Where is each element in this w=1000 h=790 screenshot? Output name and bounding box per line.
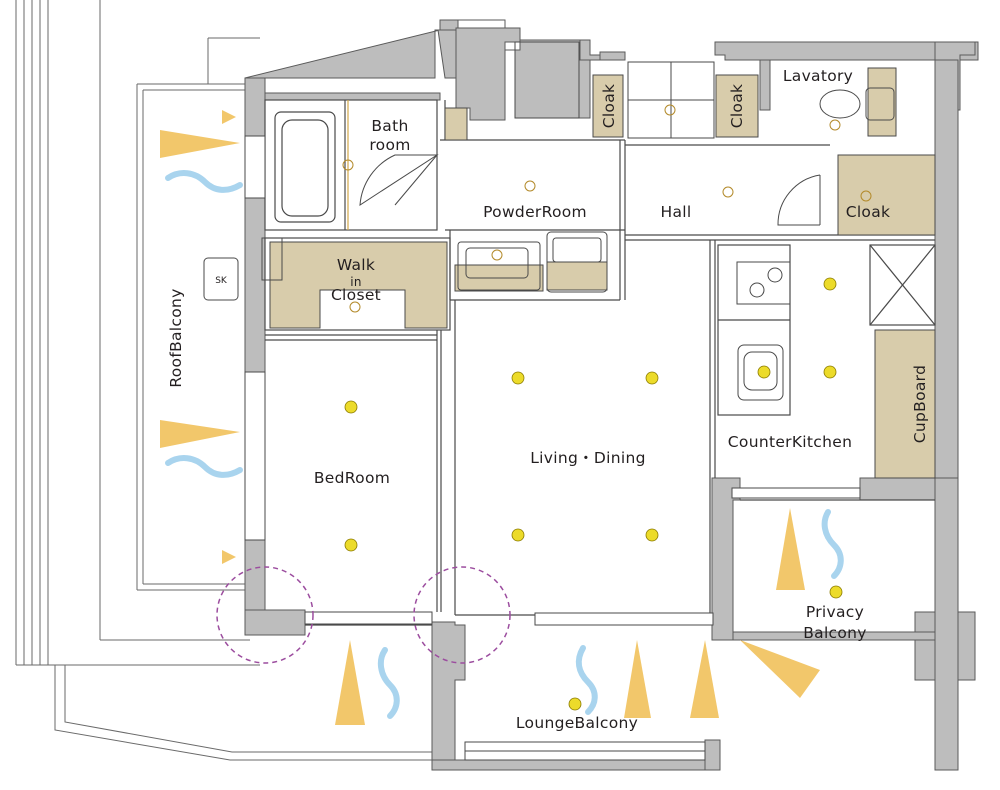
sun-icon xyxy=(335,640,365,725)
sun-icon xyxy=(690,640,719,718)
label-hall: Hall xyxy=(661,203,692,221)
arrow-marker-icon xyxy=(222,550,236,564)
wind-icon xyxy=(821,509,844,579)
light-icon xyxy=(511,371,525,385)
label-walk-in-line2: in xyxy=(350,275,362,289)
bath-door xyxy=(359,154,439,206)
light-icon xyxy=(344,538,358,552)
highlight-circles xyxy=(216,566,511,664)
label-living-dining: Living・Dining xyxy=(530,449,646,467)
label-cloak-right: Cloak xyxy=(728,84,746,129)
light-icon xyxy=(823,365,837,379)
label-sk: SK xyxy=(215,276,228,286)
light-icon xyxy=(568,697,582,711)
storage-areas xyxy=(269,67,936,479)
stove xyxy=(736,261,791,305)
label-lavatory: Lavatory xyxy=(783,67,853,85)
washing-machine xyxy=(546,231,608,293)
wind-icon xyxy=(377,647,400,719)
label-cupboard: CupBoard xyxy=(911,365,929,443)
downlight-icon xyxy=(722,186,734,198)
label-cloak-left: Cloak xyxy=(600,84,618,129)
downlight-icon xyxy=(860,190,872,202)
corner-window-highlight-right xyxy=(413,566,511,664)
wind-icon xyxy=(165,170,243,193)
hall-door xyxy=(777,174,821,226)
sk-sink xyxy=(203,257,239,301)
light-icon xyxy=(511,528,525,542)
ceiling-lights xyxy=(344,277,843,711)
wind-indicators xyxy=(165,170,844,719)
wind-icon xyxy=(575,645,598,715)
label-bath-line2: room xyxy=(369,136,410,154)
sun-icon xyxy=(160,420,240,448)
downlights xyxy=(342,104,872,313)
sun-icon xyxy=(776,508,805,590)
arrow-marker-icon xyxy=(222,110,236,124)
washbasin xyxy=(457,241,541,291)
label-roof-balcony: RoofBalcony xyxy=(167,288,185,387)
label-walk-in-line1: Walk xyxy=(337,256,375,274)
light-icon xyxy=(829,585,843,599)
lavatory-storage xyxy=(867,67,897,137)
cupboard-storage xyxy=(874,329,936,479)
label-cloak-hall: Cloak xyxy=(846,203,891,221)
cloak-left-storage xyxy=(592,74,624,138)
light-icon xyxy=(823,277,837,291)
roof-balcony-outline xyxy=(15,0,936,761)
toilet xyxy=(819,89,861,119)
label-walk-in-line3: Closet xyxy=(331,286,381,304)
light-icon xyxy=(757,365,771,379)
downlight-icon xyxy=(491,249,503,261)
sun-icon xyxy=(624,640,651,718)
sunlight-indicators xyxy=(160,110,820,725)
fixtures xyxy=(203,41,895,761)
downlight-icon xyxy=(349,301,361,313)
downlight-icon xyxy=(524,180,536,192)
downlight-icon xyxy=(342,159,354,171)
corner-window-highlight-left xyxy=(216,566,314,664)
cloak-right-storage xyxy=(715,74,759,138)
walk-in-closet-storage xyxy=(269,241,448,329)
sun-icon xyxy=(740,640,820,698)
light-icon xyxy=(645,371,659,385)
light-icon xyxy=(645,528,659,542)
label-bedroom: BedRoom xyxy=(314,469,390,487)
walls xyxy=(244,19,979,771)
label-counter-kitchen: CounterKitchen xyxy=(728,433,852,451)
light-icon xyxy=(344,400,358,414)
label-privacy-balcony-line1: Privacy xyxy=(806,603,864,621)
label-bath-line1: Bath xyxy=(371,117,408,135)
doors xyxy=(359,154,821,226)
room-labels: Bath room PowderRoom Hall Lavatory Cloak… xyxy=(167,67,929,732)
downlight-icon xyxy=(829,119,841,131)
label-powder-room: PowderRoom xyxy=(483,203,587,221)
laundry-counter xyxy=(546,261,608,291)
cloak-hall-storage xyxy=(837,154,936,236)
label-lounge-balcony: LoungeBalcony xyxy=(516,714,638,732)
sun-icon xyxy=(160,130,240,158)
downlight-icon xyxy=(664,104,676,116)
wind-icon xyxy=(165,455,243,478)
kitchen-sink xyxy=(737,344,784,401)
label-privacy-balcony-line2: Balcony xyxy=(803,624,867,642)
